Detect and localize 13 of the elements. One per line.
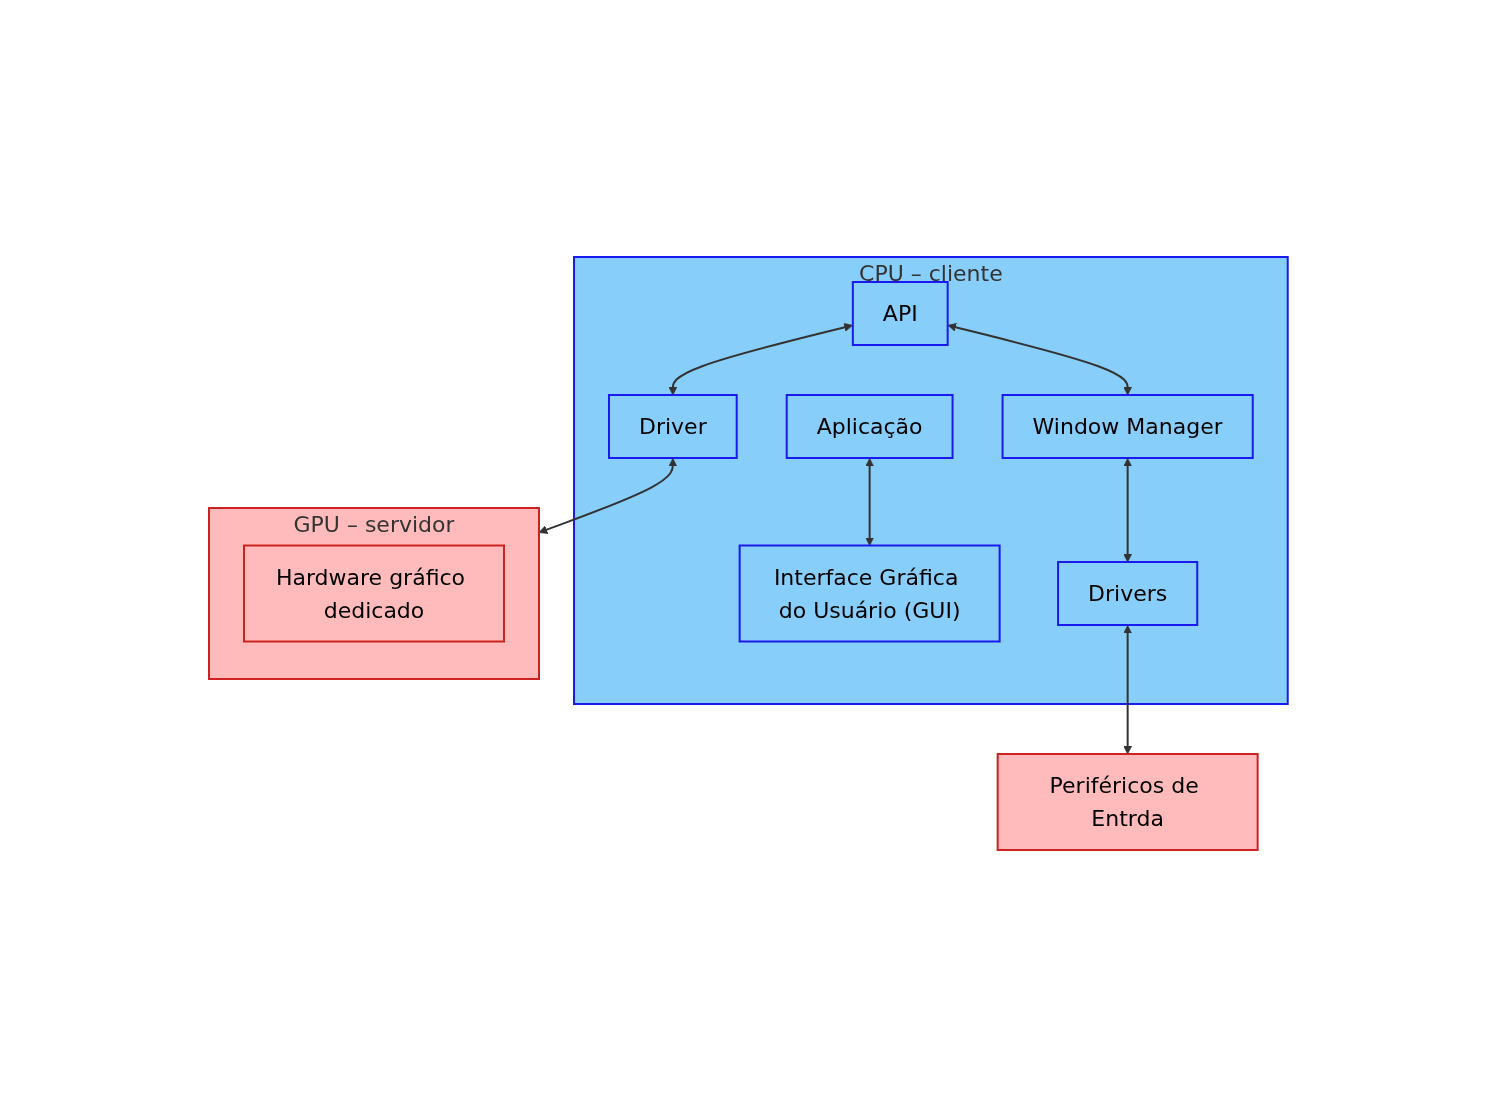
node-box: Hardware gráfico dedicado — [243, 544, 506, 642]
node-box: Window Manager — [1001, 393, 1254, 459]
node-box: Periféricos de Entrda — [996, 752, 1259, 851]
node-box: Drivers — [1057, 560, 1199, 626]
node-box: Aplicação — [785, 393, 954, 459]
node-box: Interface Gráfica do Usuário (GUI) — [738, 544, 1001, 642]
arrow — [865, 457, 875, 546]
arrow — [668, 322, 853, 395]
node-box: Driver — [608, 393, 738, 459]
arrow — [1123, 457, 1133, 562]
node-box: API — [851, 280, 949, 346]
arrow — [1123, 624, 1133, 754]
arrow — [947, 322, 1133, 395]
